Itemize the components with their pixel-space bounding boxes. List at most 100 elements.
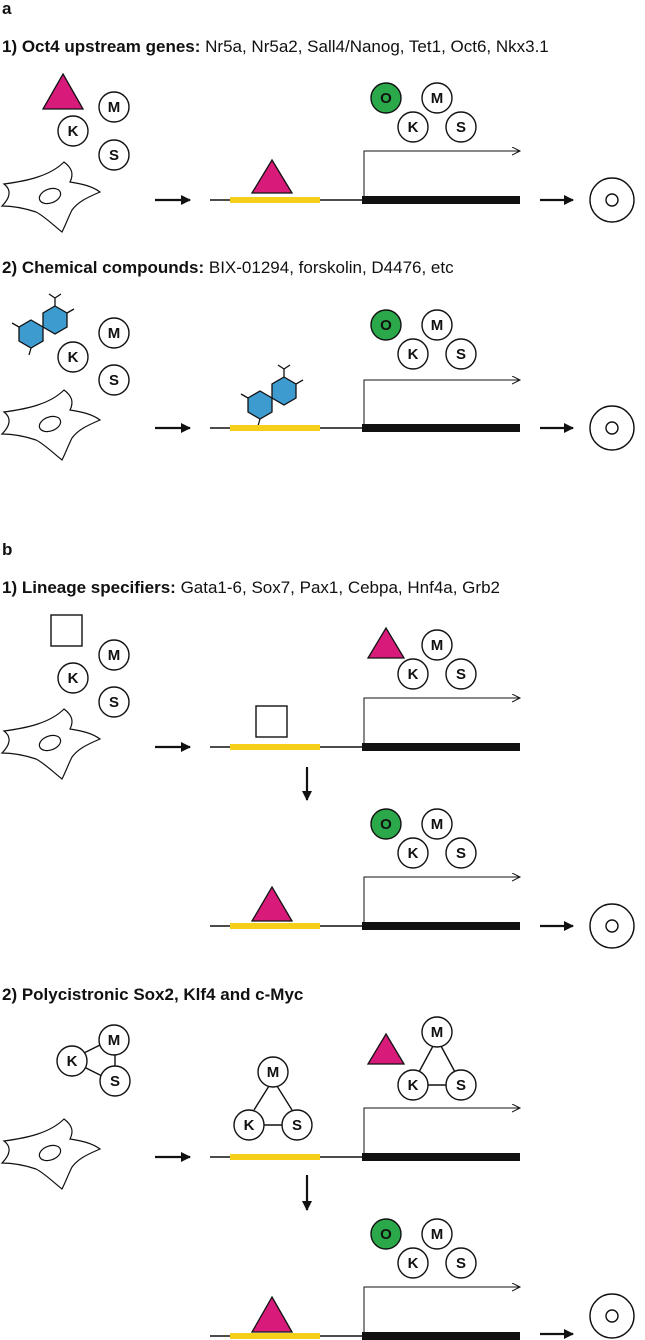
svg-text:K: K: [408, 1077, 419, 1094]
factor-s-circle: S: [98, 686, 130, 718]
factor-o-circle: O: [370, 808, 402, 840]
section-a2-title: 2) Chemical compounds:: [2, 258, 204, 277]
svg-text:O: O: [380, 1226, 392, 1243]
factor-k-circle: K: [397, 338, 429, 370]
svg-text:M: M: [431, 816, 444, 833]
somatic-cell-icon: [1, 1118, 101, 1190]
transcription-arrow: [363, 1108, 520, 1153]
svg-text:S: S: [110, 1073, 120, 1090]
oct4-upstream-gene-body: [362, 1153, 520, 1161]
svg-text:M: M: [267, 1064, 280, 1081]
factor-o-circle: O: [370, 309, 402, 341]
factor-o-circle: O: [370, 82, 402, 114]
ipsc-icon: [589, 1293, 635, 1339]
somatic-cell-icon: [1, 389, 101, 461]
factor-s-circle: S: [98, 139, 130, 171]
section-b1-label: 1) Lineage specifiers: Gata1-6, Sox7, Pa…: [2, 578, 500, 597]
section-b2-label: 2) Polycistronic Sox2, Klf4 and c-Myc: [2, 985, 303, 1004]
svg-text:S: S: [456, 845, 466, 862]
svg-text:M: M: [431, 637, 444, 654]
factor-k-circle: K: [397, 658, 429, 690]
svg-text:S: S: [292, 1117, 302, 1134]
transcription-arrow: [363, 380, 520, 424]
promoter-region: [230, 923, 320, 929]
factor-s-circle: S: [445, 111, 477, 143]
expressed-triangle: [366, 1032, 406, 1065]
svg-text:S: S: [456, 1077, 466, 1094]
somatic-cell-icon: [1, 161, 101, 233]
factor-m-circle: M: [98, 639, 130, 671]
factor-k-circle: K: [57, 662, 89, 694]
svg-text:M: M: [108, 99, 121, 116]
factor-k-circle: K: [57, 341, 89, 373]
svg-text:S: S: [109, 372, 119, 389]
factor-m-circle: M: [421, 808, 453, 840]
factor-m-circle: M: [98, 91, 130, 123]
transcription-arrow: [363, 1287, 520, 1332]
bound-compound-icon: [240, 364, 304, 427]
svg-text:K: K: [68, 123, 79, 140]
oct4-gene-body: [362, 922, 520, 930]
svg-text:K: K: [408, 666, 419, 683]
factor-m-circle: M: [421, 309, 453, 341]
factor-m-circle: M: [421, 1016, 453, 1048]
section-b1-title: 1) Lineage specifiers:: [2, 578, 176, 597]
factor-k-circle: K: [233, 1109, 265, 1141]
svg-text:M: M: [431, 1024, 444, 1041]
factor-k-circle: K: [397, 111, 429, 143]
transcription-arrow: [363, 151, 520, 196]
svg-text:K: K: [68, 349, 79, 366]
factor-s-circle: S: [445, 338, 477, 370]
factor-m-circle: M: [421, 629, 453, 661]
promoter-region: [230, 197, 320, 203]
svg-text:M: M: [431, 1226, 444, 1243]
promoter-region: [230, 425, 320, 431]
svg-text:M: M: [108, 647, 121, 664]
factor-k-circle: K: [397, 837, 429, 869]
section-b1-items: Gata1-6, Sox7, Pax1, Cebpa, Hnf4a, Grb2: [176, 578, 500, 597]
factor-o-circle: O: [370, 1218, 402, 1250]
svg-text:S: S: [109, 694, 119, 711]
bound-square: [255, 705, 288, 738]
factor-s-circle: S: [445, 1069, 477, 1101]
promoter-region: [230, 744, 320, 750]
panel-label-a: a: [2, 0, 12, 18]
section-a1-items: Nr5a, Nr5a2, Sall4/Nanog, Tet1, Oct6, Nk…: [200, 37, 548, 56]
svg-text:K: K: [68, 670, 79, 687]
expressed-triangle: [366, 626, 406, 659]
svg-text:S: S: [456, 119, 466, 136]
svg-text:K: K: [408, 845, 419, 862]
section-a2-items: BIX-01294, forskolin, D4476, etc: [204, 258, 454, 277]
expressed-kms-cluster: M K S: [397, 1016, 477, 1101]
bound-kms-cluster: M K S: [233, 1056, 313, 1141]
svg-text:S: S: [109, 147, 119, 164]
svg-text:S: S: [456, 666, 466, 683]
svg-text:O: O: [380, 816, 392, 833]
svg-text:K: K: [67, 1053, 78, 1070]
ipsc-icon: [589, 903, 635, 949]
factor-s-circle: S: [445, 837, 477, 869]
panel-label-b: b: [2, 540, 12, 559]
svg-text:K: K: [408, 1255, 419, 1272]
factor-s-circle: S: [98, 364, 130, 396]
oct4-gene-body: [362, 424, 520, 432]
bound-triangle: [250, 158, 294, 194]
ipsc-icon: [589, 405, 635, 451]
factor-m-circle: M: [257, 1056, 289, 1088]
factor-k-circle: K: [397, 1247, 429, 1279]
factor-m-circle: M: [98, 317, 130, 349]
promoter-region: [230, 1154, 320, 1160]
factor-m-circle: M: [421, 82, 453, 114]
factor-s-circle: S: [445, 1247, 477, 1279]
factor-m-circle: M: [98, 1024, 130, 1056]
factor-s-circle: S: [99, 1065, 131, 1097]
svg-text:S: S: [456, 346, 466, 363]
factor-s-circle: S: [281, 1109, 313, 1141]
factor-s-circle: S: [445, 658, 477, 690]
svg-text:M: M: [108, 325, 121, 342]
factor-m-circle: M: [421, 1218, 453, 1250]
section-a1-label: 1) Oct4 upstream genes: Nr5a, Nr5a2, Sal…: [2, 37, 549, 56]
lineage-specifier-square: [50, 614, 83, 647]
section-a1-title: 1) Oct4 upstream genes:: [2, 37, 200, 56]
factor-k-circle: K: [56, 1045, 88, 1077]
